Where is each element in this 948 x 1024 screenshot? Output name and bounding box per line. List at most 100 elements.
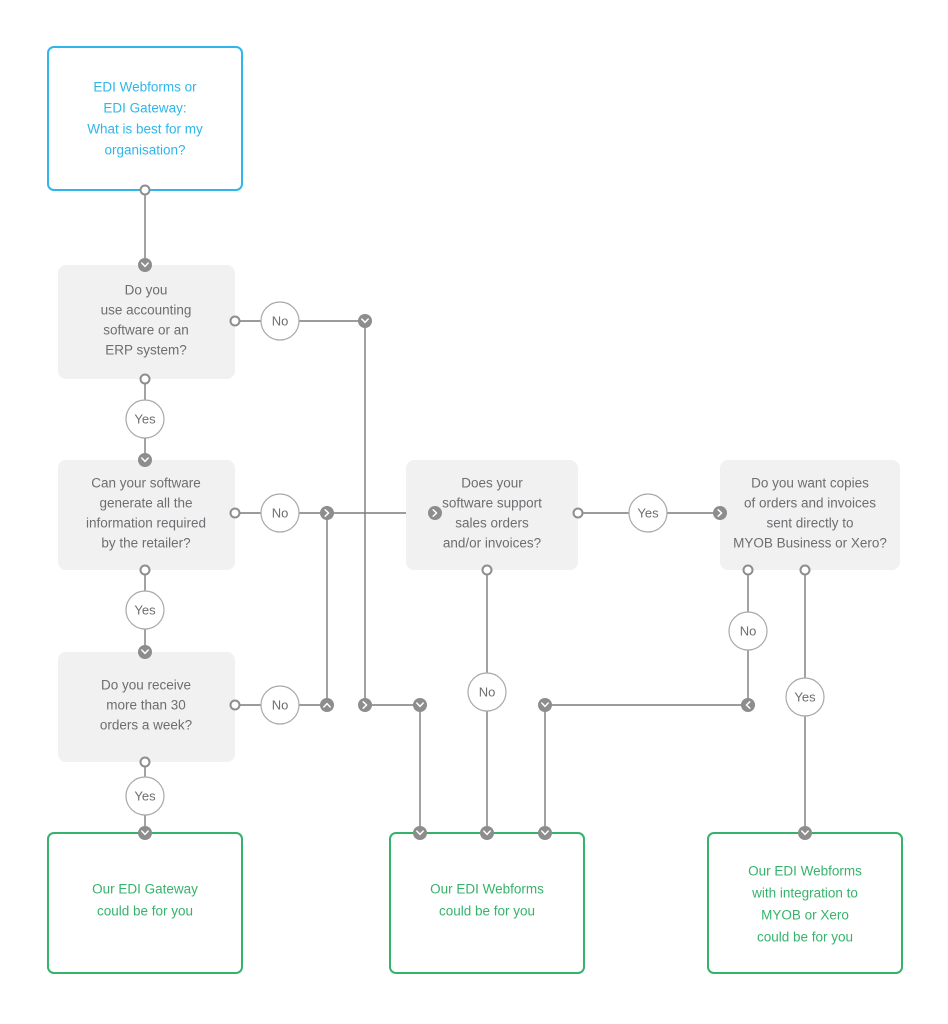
port-in-orders30-top <box>138 645 152 659</box>
q-orders30-line-1: Do you receive <box>101 678 191 693</box>
badge-circle[interactable] <box>260 685 300 725</box>
edge-badge-label: No <box>272 313 289 328</box>
badge-circle[interactable] <box>125 776 165 816</box>
port-junction-orders30-no <box>320 698 334 712</box>
badge-circle[interactable] <box>260 493 300 533</box>
edge-badge-salesorders-no[interactable]: No <box>467 672 507 712</box>
badge-circle[interactable] <box>628 493 668 533</box>
q-orders30-box[interactable] <box>58 652 235 762</box>
edge-badge-generate-yes[interactable]: Yes <box>125 590 165 630</box>
port-layer-rings <box>139 184 811 768</box>
badge-circle[interactable] <box>260 301 300 341</box>
port-out-salesorders-right <box>572 507 584 519</box>
port-layer-solid <box>138 258 812 840</box>
port-in-result-integration <box>798 826 812 840</box>
port-out-accounting-right <box>229 315 241 327</box>
port-out-generate-bottom <box>139 564 151 576</box>
edge-badge-salesorders-yes[interactable]: Yes <box>628 493 668 533</box>
result-webforms-line-2: could be for you <box>439 904 535 919</box>
badge-circle[interactable] <box>125 399 165 439</box>
q-orders30-line-3: orders a week? <box>100 718 192 733</box>
edge-badge-label: Yes <box>134 788 156 803</box>
result-gateway-line-1: Our EDI Gateway <box>92 882 198 897</box>
node-q-generate[interactable]: Can your software generate all the infor… <box>58 460 235 570</box>
result-integration-line-4: could be for you <box>757 930 853 945</box>
result-gateway-line-2: could be for you <box>97 904 193 919</box>
node-q-accounting[interactable]: Do you use accounting software or an ERP… <box>58 265 235 379</box>
q-accounting-line-4: ERP system? <box>105 343 187 358</box>
q-salesorders-line-3: sales orders <box>455 516 529 531</box>
edge-badge-label: Yes <box>134 602 156 617</box>
port-turn-copies-no <box>741 698 755 712</box>
start-line-4: organisation? <box>104 143 185 158</box>
edge-badge-label: No <box>740 623 757 638</box>
edge-badge-label: Yes <box>637 505 659 520</box>
result-webforms-line-1: Our EDI Webforms <box>430 882 544 897</box>
start-box[interactable] <box>47 46 243 191</box>
edge-badge-orders30-yes[interactable]: Yes <box>125 776 165 816</box>
edge-badge-label: No <box>479 684 496 699</box>
port-out-copies-bottom-left <box>742 564 754 576</box>
node-q-copies[interactable]: Do you want copies of orders and invoice… <box>720 460 900 570</box>
port-in-salesorders-left <box>428 506 442 520</box>
q-salesorders-line-2: software support <box>442 496 542 511</box>
q-salesorders-line-1: Does your <box>461 476 523 491</box>
port-in-copies-left <box>713 506 727 520</box>
q-accounting-box[interactable] <box>58 265 235 379</box>
start-line-2: EDI Gateway: <box>103 101 186 116</box>
q-copies-line-3: sent directly to <box>766 516 853 531</box>
edge-badge-accounting-no[interactable]: No <box>260 301 300 341</box>
node-result-webforms[interactable]: Our EDI Webforms could be for you <box>389 832 585 974</box>
node-q-orders30[interactable]: Do you receive more than 30 orders a wee… <box>58 652 235 762</box>
q-generate-line-2: generate all the <box>99 496 192 511</box>
badge-circle[interactable] <box>728 611 768 651</box>
port-out-accounting-bottom <box>139 373 151 385</box>
start-line-3: What is best for my <box>87 122 203 137</box>
edge-badge-label: No <box>272 505 289 520</box>
q-generate-box[interactable] <box>58 460 235 570</box>
port-in-result-webforms-c <box>538 826 552 840</box>
badge-circle[interactable] <box>467 672 507 712</box>
q-copies-line-2: of orders and invoices <box>744 496 876 511</box>
result-integration-line-1: Our EDI Webforms <box>748 864 862 879</box>
q-generate-line-1: Can your software <box>91 476 201 491</box>
node-q-salesorders[interactable]: Does your software support sales orders … <box>406 460 578 570</box>
q-orders30-line-2: more than 30 <box>106 698 186 713</box>
q-copies-line-4: MYOB Business or Xero? <box>733 536 887 551</box>
port-out-start-bottom <box>139 184 151 196</box>
port-out-orders30-right <box>229 699 241 711</box>
edge-badge-copies-yes[interactable]: Yes <box>785 677 825 717</box>
start-line-1: EDI Webforms or <box>93 80 197 95</box>
edge-badge-accounting-yes[interactable]: Yes <box>125 399 165 439</box>
port-junction-accounting-no-corner <box>358 314 372 328</box>
edge-badge-label: Yes <box>134 411 156 426</box>
q-accounting-line-1: Do you <box>125 283 168 298</box>
node-result-gateway[interactable]: Our EDI Gateway could be for you <box>47 832 243 974</box>
q-copies-box[interactable] <box>720 460 900 570</box>
edge-badge-copies-no[interactable]: No <box>728 611 768 651</box>
q-generate-line-3: information required <box>86 516 206 531</box>
q-copies-line-1: Do you want copies <box>751 476 869 491</box>
port-in-result-gateway <box>138 826 152 840</box>
edge-badge-orders30-no[interactable]: No <box>260 685 300 725</box>
port-out-orders30-bottom <box>139 756 151 768</box>
badge-circle[interactable] <box>785 677 825 717</box>
edge-badge-label: No <box>272 697 289 712</box>
q-salesorders-box[interactable] <box>406 460 578 570</box>
port-junction-generate-no <box>320 506 334 520</box>
port-corner-webforms-left <box>413 698 427 712</box>
port-in-accounting-top <box>138 258 152 272</box>
port-out-copies-bottom-right <box>799 564 811 576</box>
q-accounting-line-2: use accounting <box>101 303 192 318</box>
node-result-webforms-integration[interactable]: Our EDI Webforms with integration to MYO… <box>707 832 903 974</box>
q-generate-line-4: by the retailer? <box>101 536 190 551</box>
result-integration-box[interactable] <box>707 832 903 974</box>
result-integration-line-2: with integration to <box>751 886 858 901</box>
port-in-result-webforms-a <box>413 826 427 840</box>
port-in-result-webforms-b <box>480 826 494 840</box>
edge-badge-generate-no[interactable]: No <box>260 493 300 533</box>
node-start[interactable]: EDI Webforms or EDI Gateway: What is bes… <box>47 46 243 191</box>
badge-circle[interactable] <box>125 590 165 630</box>
port-junction-accounting-no-lower <box>358 698 372 712</box>
